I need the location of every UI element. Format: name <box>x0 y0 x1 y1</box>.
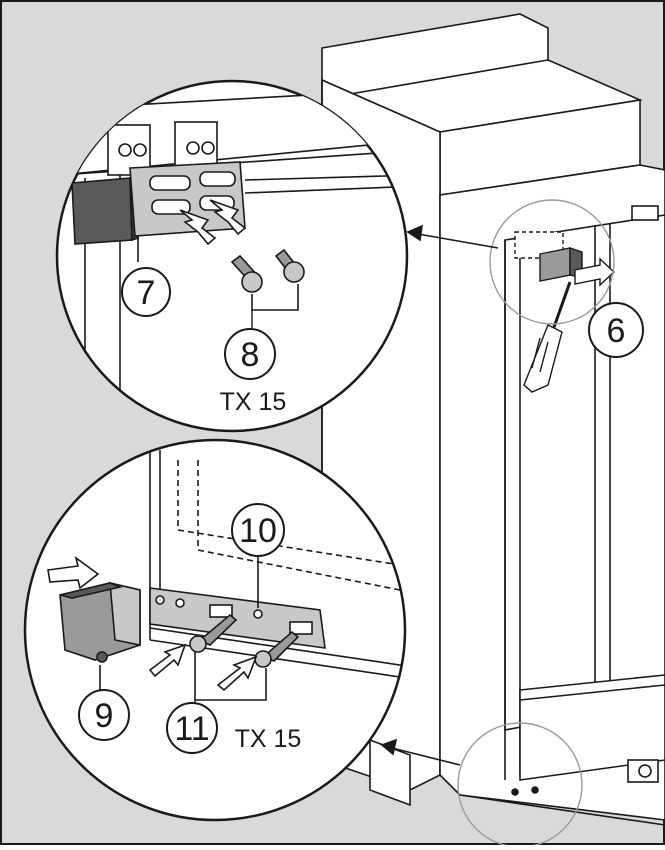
callout-7: 7 <box>121 267 171 317</box>
callout-7-label: 7 <box>137 274 156 312</box>
screwdriver <box>523 281 572 393</box>
tool-label-bottom: TX 15 <box>235 725 302 753</box>
callout-6-label: 6 <box>607 312 626 350</box>
detail-circle-top <box>489 199 615 325</box>
leader-arrow-top <box>406 224 499 249</box>
callout-6: 6 <box>588 302 644 358</box>
cabinet-top-bracket <box>514 231 616 287</box>
bottom-detail-view: 10 9 11 TX 15 <box>23 438 407 822</box>
leader-arrow-bottom <box>380 738 461 766</box>
callout-11: 11 <box>166 702 218 754</box>
top-detail-view: 7 8 TX 15 <box>55 79 409 433</box>
callout-11-label: 11 <box>174 710 209 748</box>
callout-9: 9 <box>78 689 130 741</box>
callout-9-label: 9 <box>95 697 114 735</box>
callout-10: 10 <box>231 503 285 557</box>
callout-10-label: 10 <box>239 512 277 550</box>
tool-label-top: TX 15 <box>220 388 287 416</box>
callout-8: 8 <box>224 328 276 380</box>
callout-8-label: 8 <box>241 336 260 374</box>
